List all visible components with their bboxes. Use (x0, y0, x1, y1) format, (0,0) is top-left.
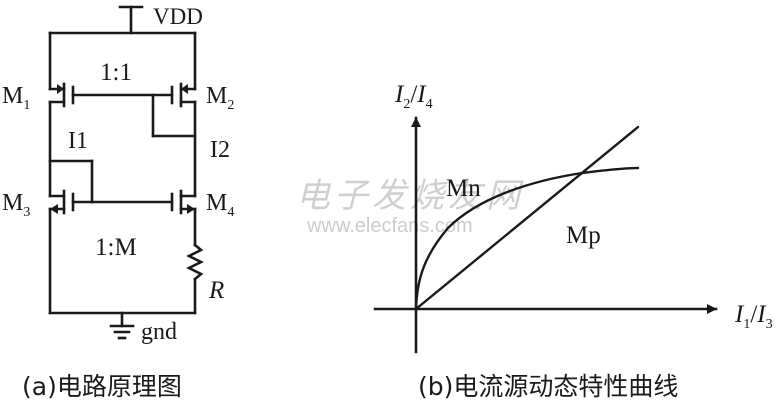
resistor-label: R (208, 277, 224, 304)
transistor-m3-icon (48, 189, 75, 215)
watermark-cn: 电子发烧友网 (296, 176, 524, 216)
caption-a: (a)电路原理图 (22, 372, 182, 401)
current-i1-label: I1 (68, 128, 88, 154)
characteristic-graph: 电子发烧友网 www.elecfans.com Mn Mp I2/I4 I1/I… (296, 81, 773, 401)
m3-label: M3 (2, 190, 30, 220)
mn-label: Mn (446, 175, 481, 202)
caption-b: (b)电流源动态特性曲线 (418, 372, 678, 401)
m4-label: M4 (206, 190, 234, 220)
transistor-m1-icon (48, 82, 75, 108)
m1-label: M1 (2, 83, 30, 113)
bottom-mirror-ratio: 1:M (95, 234, 137, 261)
top-mirror-ratio: 1:1 (100, 59, 132, 86)
mn-curve (414, 166, 640, 311)
mp-line (414, 125, 640, 311)
gnd-label: gnd (141, 319, 177, 345)
y-axis-label: I2/I4 (394, 81, 433, 112)
transistor-m4-icon (170, 189, 197, 215)
m2-label: M2 (206, 83, 234, 113)
resistor-icon (186, 243, 204, 281)
ground-symbol-icon (109, 311, 135, 340)
watermark-url: www.elecfans.com (306, 215, 473, 237)
mp-label: Mp (566, 222, 601, 249)
transistor-m2-icon (170, 82, 197, 108)
current-i2-label: I2 (210, 137, 230, 163)
vdd-label: VDD (153, 4, 203, 29)
vdd-symbol-icon (118, 5, 144, 35)
x-axis-label: I1/I3 (734, 301, 773, 332)
circuit-diagram: VDD 1:1 M1 M2 (2, 4, 234, 401)
